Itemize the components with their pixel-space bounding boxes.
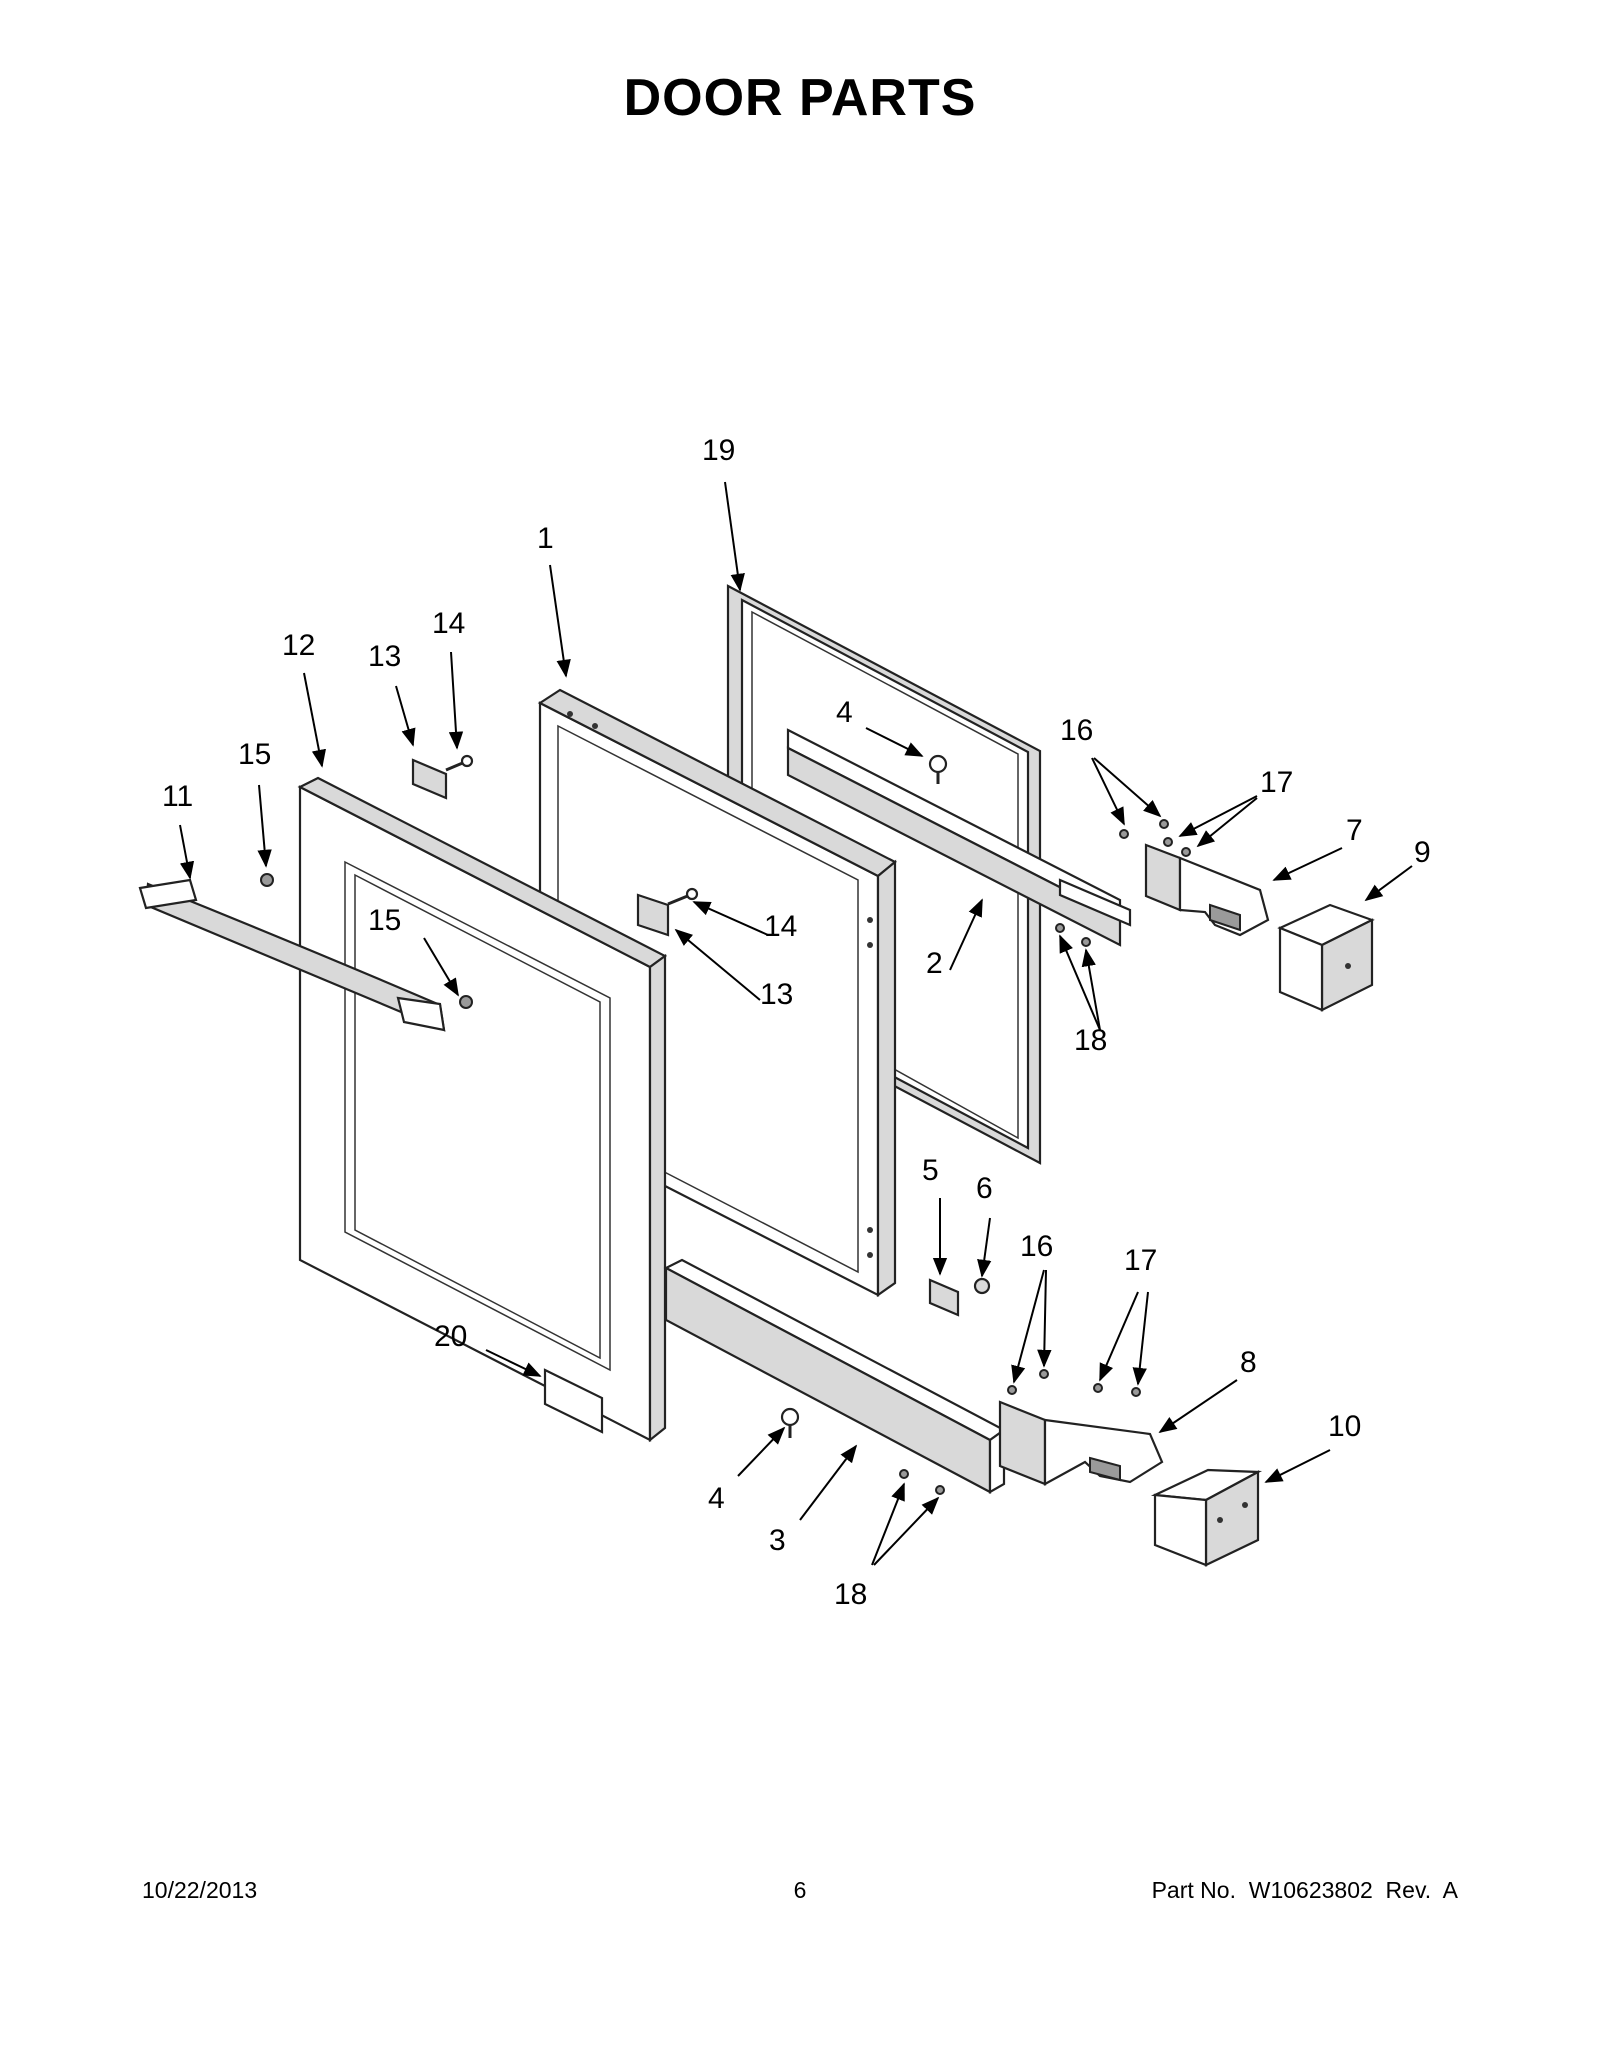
part-12-outer-door xyxy=(297,776,668,1443)
part-5-bracket xyxy=(928,1278,960,1317)
callout-4-upper: 4 xyxy=(836,696,853,729)
part-20-label xyxy=(543,1368,604,1434)
part-7-upper-hinge xyxy=(1144,843,1270,937)
callout-15-door: 15 xyxy=(368,904,401,937)
part-4-screw-lower xyxy=(780,1407,800,1438)
part-17-screws-upper xyxy=(1163,837,1191,857)
callout-3: 3 xyxy=(769,1524,786,1557)
part-16-screws-lower xyxy=(1007,1369,1049,1395)
callout-8: 8 xyxy=(1240,1346,1257,1379)
footer-part-number: Part No. W10623802 Rev. A xyxy=(1151,1877,1458,1903)
callout-17-lower: 17 xyxy=(1124,1244,1157,1277)
part-15-plug-door xyxy=(459,995,473,1009)
part-10-lower-hinge-cover xyxy=(1150,1468,1263,1567)
part-15-plug-loose xyxy=(260,873,274,887)
callout-2: 2 xyxy=(926,947,943,980)
callout-17-upper: 17 xyxy=(1260,766,1293,799)
callout-6: 6 xyxy=(976,1172,993,1205)
callout-19: 19 xyxy=(702,434,735,467)
callout-9: 9 xyxy=(1414,836,1431,869)
part-13-stop-upper xyxy=(411,758,448,800)
callout-16-lower: 16 xyxy=(1020,1230,1053,1263)
part-14-screw-upper xyxy=(445,754,474,772)
part-17-screws-lower xyxy=(1093,1383,1141,1397)
page-title: DOOR PARTS xyxy=(623,69,977,127)
callout-1: 1 xyxy=(537,522,554,555)
callout-13-upper: 13 xyxy=(368,640,401,673)
part-18-screws-lower xyxy=(899,1469,945,1495)
part-2-upper-rail xyxy=(786,728,1132,947)
callout-11: 11 xyxy=(162,780,193,813)
callout-4-lower: 4 xyxy=(708,1482,725,1515)
callout-18-upper: 18 xyxy=(1074,1024,1107,1057)
part-6-bumper xyxy=(973,1277,991,1295)
part-9-upper-hinge-cover xyxy=(1277,903,1375,1012)
footer-date: 10/22/2013 xyxy=(142,1877,258,1903)
part-4-screw-upper xyxy=(928,754,948,784)
callout-7: 7 xyxy=(1346,814,1363,847)
callout-14-upper: 14 xyxy=(432,607,465,640)
leader-lines xyxy=(179,481,1413,1566)
part-14-screw-mid xyxy=(667,887,699,906)
part-18-screws-upper xyxy=(1055,923,1091,947)
callout-5: 5 xyxy=(922,1154,939,1187)
part-8-lower-hinge xyxy=(998,1400,1164,1486)
callout-16-upper: 16 xyxy=(1060,714,1093,747)
callout-13-mid: 13 xyxy=(760,978,793,1011)
callout-18-lower: 18 xyxy=(834,1578,867,1611)
part-13-stop-mid xyxy=(636,893,670,937)
callout-14-mid: 14 xyxy=(764,910,797,943)
callout-20: 20 xyxy=(434,1320,467,1353)
footer-page-number: 6 xyxy=(793,1877,807,1903)
part-16-screws-upper xyxy=(1119,819,1169,839)
part-11-handle xyxy=(138,878,446,1032)
callout-15-loose: 15 xyxy=(238,738,271,771)
callout-10: 10 xyxy=(1328,1410,1361,1443)
callout-12: 12 xyxy=(282,629,315,662)
